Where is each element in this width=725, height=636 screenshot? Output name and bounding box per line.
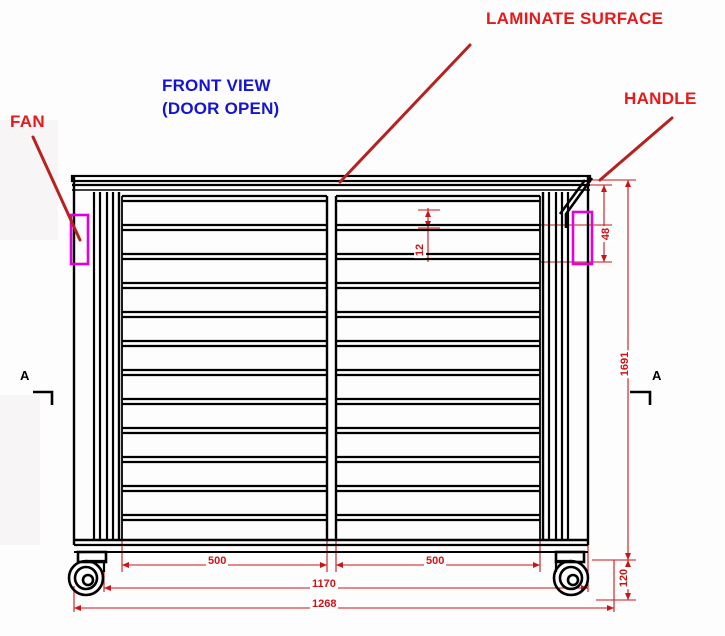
section-leader-left [33,390,54,405]
handle-highlight [571,210,594,266]
laminate-top-panel [70,174,592,183]
annotation-label-fan: FAN [10,112,45,131]
section-leader-right [630,390,652,405]
dimension-handle-height: 48 [600,225,613,243]
scan-artifact [0,120,58,240]
dimension-inner-width: 1170 [310,578,338,590]
dimension-left-bay-width: 500 [206,555,229,567]
dimension-shelf-thickness: 12 [414,241,427,259]
view-title-line-2: (DOOR OPEN) [162,99,280,118]
scan-artifact [0,395,40,545]
caster-left [67,550,108,597]
dimension-arrowheads [74,180,631,611]
dimension-overall-height: 1691 [619,349,632,379]
dimension-lines [73,179,636,612]
section-marker-left: A [20,368,30,383]
annotation-label-handle: HANDLE [624,89,697,108]
handle-bracket [558,177,594,228]
fan-leader [31,135,82,242]
section-marker-right: A [652,368,662,383]
dimension-right-bay-width: 500 [424,555,447,567]
dimension-caster-height: 120 [618,566,631,590]
view-title-line-1: FRONT VIEW [162,76,271,95]
dimension-overall-width: 1268 [310,598,339,610]
cabinet-outline [33,174,652,597]
laminate-leader [338,43,472,184]
annotation-leaders [31,43,674,242]
shelf-stack [122,194,540,522]
caster-right [552,550,590,597]
fan-highlight [69,213,90,266]
handle-leader [598,116,674,182]
annotation-label-laminate: LAMINATE SURFACE [486,9,664,28]
